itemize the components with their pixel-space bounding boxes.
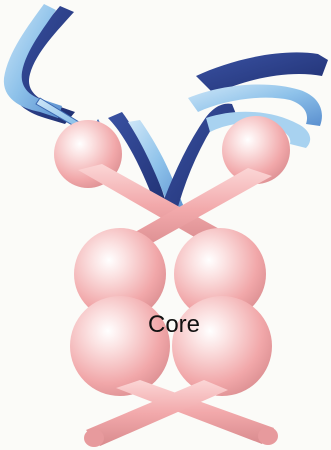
core-label: Core [148, 311, 200, 339]
rod-end-bottom-left [84, 429, 104, 447]
beta-sheet-ribbons [4, 4, 328, 214]
rod-end-bottom-right [258, 427, 278, 445]
